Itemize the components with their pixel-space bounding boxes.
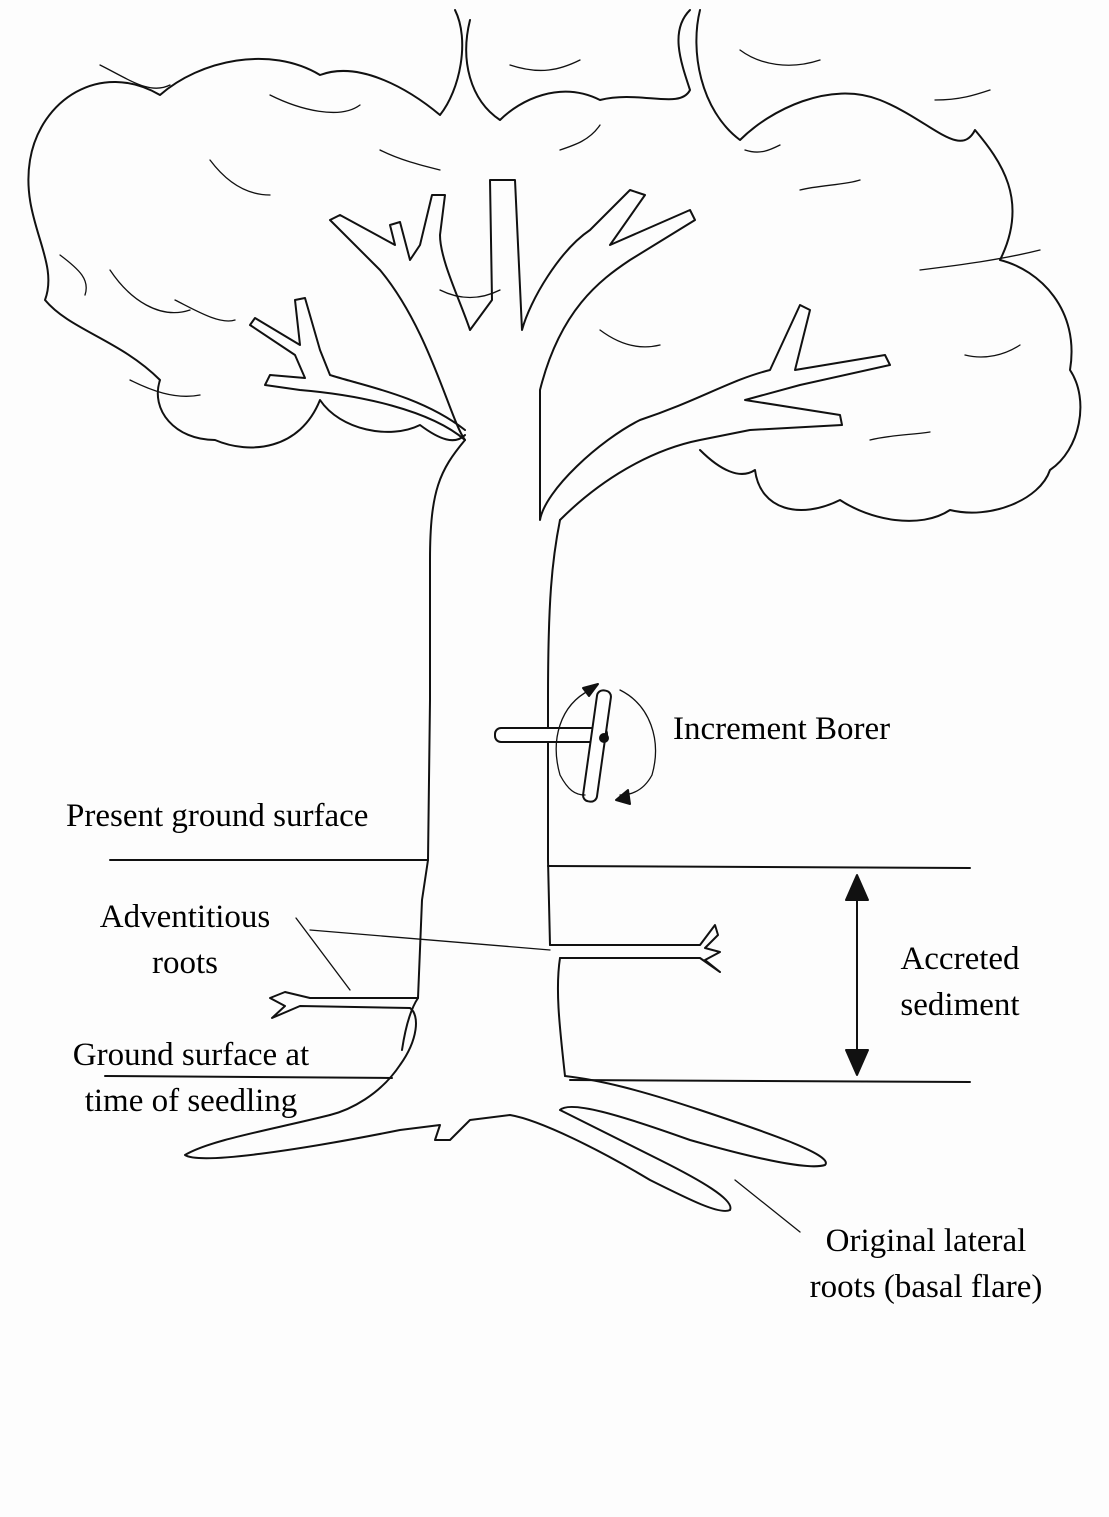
adventitious-leader-right (310, 930, 550, 950)
accreted-line2: sediment (880, 982, 1040, 1028)
accreted-sediment-label: Accreted sediment (880, 936, 1040, 1028)
present-ground-label: Present ground surface (66, 793, 368, 839)
trunk-body (418, 440, 560, 998)
adventitious-leader-left (296, 918, 350, 990)
lateral-line2: roots (basal flare) (785, 1264, 1067, 1310)
lateral-line1: Original lateral (785, 1218, 1067, 1264)
lower-trunk (402, 958, 565, 1076)
ground-seedling-line2: time of seedling (50, 1078, 332, 1124)
accreted-line1: Accreted (880, 936, 1040, 982)
increment-borer-icon (495, 684, 655, 804)
canopy-detail-strokes (60, 50, 1040, 440)
arrow-head-up (846, 875, 868, 900)
adventitious-root-right (550, 925, 720, 972)
adventitious-label-line1: Adventitious (80, 894, 290, 940)
adventitious-label-line2: roots (80, 940, 290, 986)
ground-seedling-line1: Ground surface at (50, 1032, 332, 1078)
left-branches (250, 298, 465, 440)
increment-borer-label: Increment Borer (673, 706, 890, 752)
trunk-left-outline (330, 180, 890, 520)
ground-seedling-label: Ground surface at time of seedling (50, 1032, 332, 1124)
present-ground-line-right (548, 866, 970, 868)
lateral-roots-label: Original lateral roots (basal flare) (785, 1218, 1067, 1310)
adventitious-roots-label: Adventitious roots (80, 894, 290, 986)
seedling-ground-line-right (570, 1080, 970, 1082)
arrow-head-down (846, 1050, 868, 1075)
